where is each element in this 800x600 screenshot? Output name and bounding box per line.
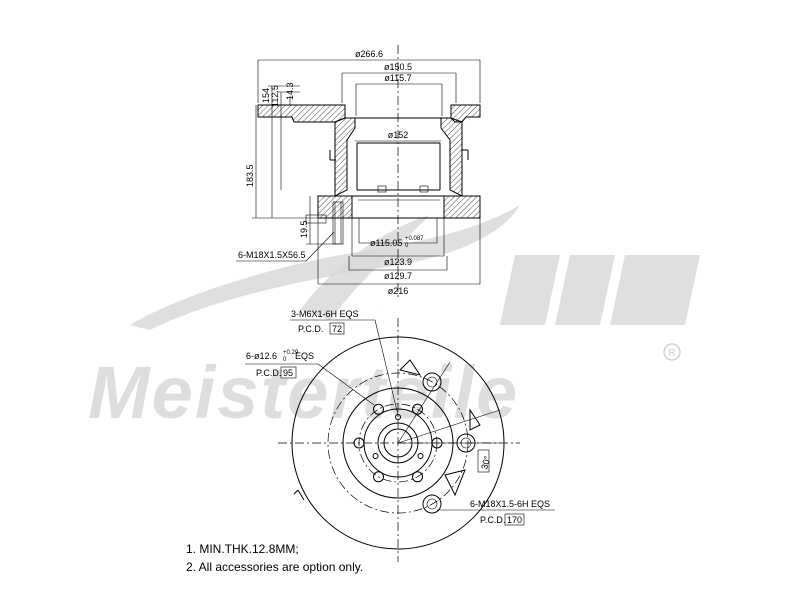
dim-h183-5: 183.5 — [245, 164, 255, 187]
callout-hole: 6-ø12.6 +0.29 0 EQS P.C.D. 95 — [245, 350, 375, 406]
dim-h154: 154 — [261, 88, 271, 103]
note-2: 2. All accessories are option only. — [186, 560, 363, 574]
callout-m18: 6-M18X1.5-6H EQS P.C.D. 170 — [437, 499, 555, 526]
callout-hole-tol-lower: 0 — [283, 357, 287, 363]
dim-d123-9: ø123.9 — [384, 257, 412, 267]
angle-label: 30° — [479, 454, 492, 470]
dim-d150-5: ø150.5 — [384, 62, 412, 72]
callout-hole-text: 6-ø12.6 — [246, 351, 277, 361]
watermark-brand: Meisterteile — [88, 351, 519, 434]
pcd95-value: 95 — [283, 368, 293, 378]
thread-callout-side: 6-M18X1.5X56.5 — [238, 250, 306, 260]
dim-h19-5: 19.5 — [299, 220, 309, 238]
dim-h14-3: 14.3 — [285, 82, 295, 100]
note-1: 1. MIN.THK.12.8MM; — [186, 542, 299, 556]
watermark-logo-text: A.L. — [380, 308, 383, 311]
dim-d152: ø152 — [388, 130, 409, 140]
notes: 1. MIN.THK.12.8MM; 2. All accessories ar… — [186, 542, 363, 574]
dim-d115-05: ø115.05 — [370, 238, 402, 248]
dim-h112-5: 112.5 — [270, 85, 280, 107]
callout-m6-text: 3-M6X1-6H EQS — [291, 309, 359, 319]
dim-d115-7: ø115.7 — [384, 73, 411, 83]
callout-hole-eqs: EQS — [295, 351, 314, 361]
front-view: 30° 3-M6X1-6H EQS P.C.D. 72 6-ø12.6 +0.2… — [245, 309, 555, 562]
watermark-registered: R — [668, 348, 675, 359]
dim-d129-7: ø129.7 — [384, 271, 412, 281]
pcd95-label: P.C.D. — [256, 368, 281, 378]
dim-d216: ø216 — [388, 286, 409, 296]
callout-hole-tol-upper: +0.29 — [283, 350, 299, 356]
dim-d115-05-tol-upper: +0.087 — [405, 236, 424, 242]
dim-d115-05-group: ø115.05 +0.087 0 — [370, 236, 424, 249]
callout-m18-text: 6-M18X1.5-6H EQS — [470, 499, 550, 509]
watermark-registered-mark: R — [663, 343, 681, 361]
side-section-view: ø266.6 ø150.5 ø115.7 ø152 154 112.5 14.3… — [236, 45, 481, 300]
dim-d266-6: ø266.6 — [355, 49, 383, 59]
pcd72-value: 72 — [332, 324, 342, 334]
watermark-logo: A.L. — [130, 205, 700, 330]
watermark: A.L. Meisterteile R — [88, 205, 700, 434]
pcd170-label: P.C.D. — [480, 515, 505, 525]
pcd170-value: 170 — [507, 515, 522, 525]
dim-d115-05-tol-lower: 0 — [405, 243, 409, 249]
callout-m6: 3-M6X1-6H EQS P.C.D. 72 — [290, 309, 399, 416]
pcd72-label: P.C.D. — [298, 324, 323, 334]
